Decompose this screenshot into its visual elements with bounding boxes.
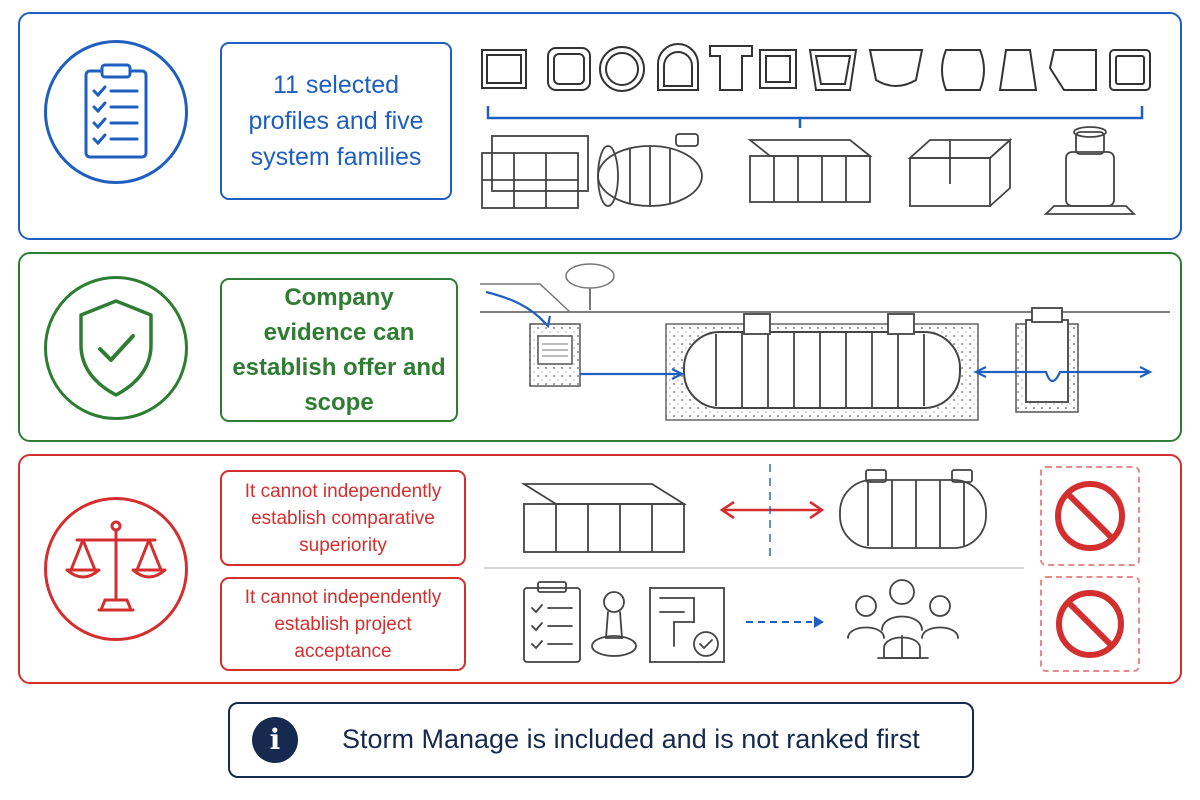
limits-panel: [18, 454, 1182, 684]
footer-note: i Storm Manage is included and is not ra…: [228, 702, 974, 778]
limit-acceptance-text: It cannot independently establish projec…: [220, 577, 466, 671]
evidence-panel: [18, 252, 1182, 442]
evidence-text: Company evidence can establish offer and…: [220, 278, 458, 422]
profiles-text: 11 selected profiles and five system fam…: [220, 42, 452, 200]
evidence-icon-circle: [44, 276, 188, 420]
prohibited-superiority: [1040, 466, 1140, 566]
clipboard-checklist-icon: [84, 63, 148, 159]
prohibited-icon: [1056, 590, 1124, 658]
prohibited-icon: [1055, 481, 1125, 551]
prohibited-acceptance: [1040, 576, 1140, 672]
profile-shapes-illustration: [481, 43, 1151, 215]
stormwater-system-illustration: [480, 263, 1170, 421]
limits-illustration: [484, 464, 1024, 663]
profiles-icon-circle: [44, 40, 188, 184]
limit-superiority-text: It cannot independently establish compar…: [220, 470, 466, 566]
shield-check-icon: [79, 299, 153, 397]
footer-text: Storm Manage is included and is not rank…: [342, 724, 920, 754]
limits-icon-circle: [44, 497, 188, 641]
info-icon: i: [252, 717, 298, 763]
profiles-panel: [18, 12, 1182, 240]
scales-of-justice-icon: [65, 520, 167, 612]
